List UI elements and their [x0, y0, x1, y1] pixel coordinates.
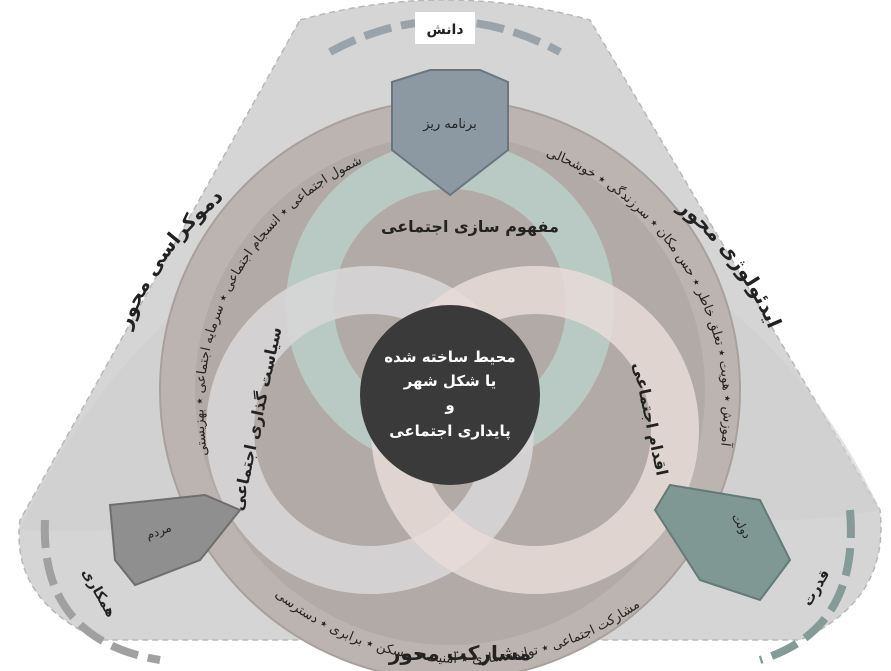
center-line-4: پایداری اجتماعی	[389, 422, 511, 441]
axis-label-participation: مشارکت محور	[388, 641, 531, 665]
center-line-3: و	[444, 396, 454, 414]
node-government: دولت	[653, 483, 792, 602]
node-planner-label: برنامه ریز	[422, 117, 477, 132]
label-conceptualization: مفهوم سازی اجتماعی	[381, 217, 559, 236]
center-line-2: یا شکل شهر	[403, 372, 497, 390]
center-circle	[360, 305, 540, 485]
node-planner: برنامه ریز	[391, 69, 509, 197]
arc-cooperation	[40, 519, 161, 664]
node-people: مردم	[108, 493, 242, 587]
knowledge-bg	[415, 12, 475, 44]
label-knowledge: دانش	[426, 22, 463, 38]
arc-power	[758, 509, 855, 664]
center-line-1: محیط ساخته شده	[384, 348, 515, 366]
